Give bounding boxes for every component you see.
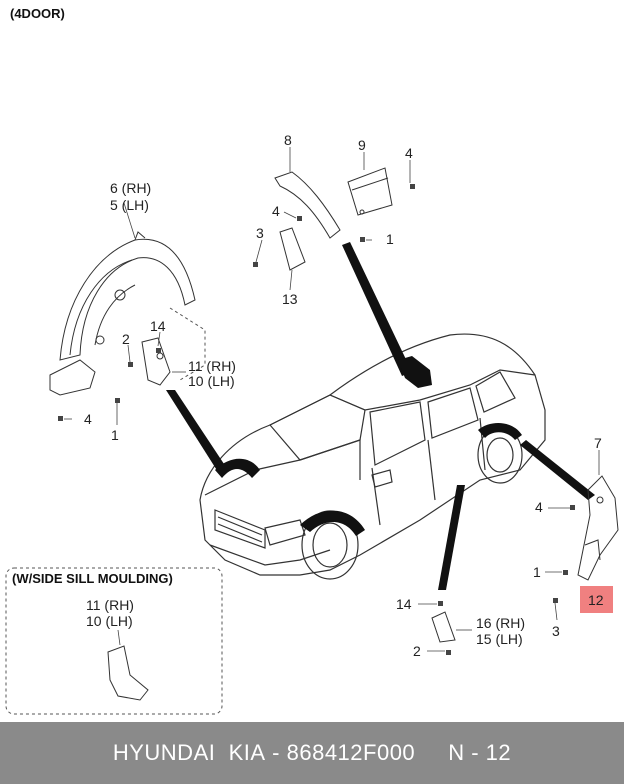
inset-part-sketch <box>107 645 149 701</box>
label-part-5: 5 (LH) <box>110 197 149 213</box>
label-part-9: 9 <box>358 137 366 153</box>
label-part-16: 16 (RH) <box>476 615 525 631</box>
label-part-13: 13 <box>282 291 298 307</box>
footer-bar: HYUNDAI KIA - 868412F000 N - 12 <box>0 722 624 784</box>
parts-diagram: (4DOOR) <box>5 6 619 715</box>
label-part-6: 6 (RH) <box>110 180 151 196</box>
callout-outline <box>169 307 206 381</box>
footer-brand: HYUNDAI KIA <box>112 740 266 765</box>
car-illustration <box>199 333 546 580</box>
sill-bracket <box>431 611 456 643</box>
label-part-14a: 14 <box>150 318 166 334</box>
label-part-1c: 1 <box>533 564 541 580</box>
inset-label-rh: 11 (RH) <box>86 597 134 613</box>
label-part-3b: 3 <box>552 623 560 639</box>
label-part-4c: 4 <box>84 411 92 427</box>
label-part-8: 8 <box>284 132 292 148</box>
label-part-3a: 3 <box>256 225 264 241</box>
footer-part-number: 868412F000 <box>286 740 416 765</box>
inset-leader <box>117 629 121 646</box>
label-part-1a: 1 <box>386 231 394 247</box>
leader-lines <box>166 242 595 590</box>
label-leaders <box>64 147 600 652</box>
label-part-12: 12 <box>588 592 604 608</box>
variant-label: (4DOOR) <box>10 6 65 21</box>
label-part-15: 15 (LH) <box>476 631 523 647</box>
footer-page: N - 12 <box>448 740 512 765</box>
footer-gap <box>415 740 448 766</box>
label-part-2a: 2 <box>122 331 130 347</box>
mud-guard-bracket <box>141 337 171 386</box>
fasteners <box>58 184 575 655</box>
label-part-2b: 2 <box>413 643 421 659</box>
inset-label-lh: 10 (LH) <box>86 613 133 629</box>
label-part-10: 10 (LH) <box>188 373 235 389</box>
label-part-4d: 4 <box>535 499 543 515</box>
inset-box <box>5 567 223 715</box>
label-part-11: 11 (RH) <box>188 358 236 374</box>
rear-mud-guard <box>577 475 619 581</box>
label-part-14b: 14 <box>396 596 412 612</box>
label-part-4a: 4 <box>405 145 413 161</box>
label-part-4b: 4 <box>272 203 280 219</box>
rear-mud-guard-top <box>274 167 393 271</box>
inset-title: (W/SIDE SILL MOULDING) <box>12 571 173 586</box>
label-part-7: 7 <box>594 435 602 451</box>
label-part-1b: 1 <box>111 427 119 443</box>
footer-sep: - <box>265 740 287 765</box>
highlight-part-12 <box>580 586 613 613</box>
front-wheel-guard <box>49 231 196 396</box>
